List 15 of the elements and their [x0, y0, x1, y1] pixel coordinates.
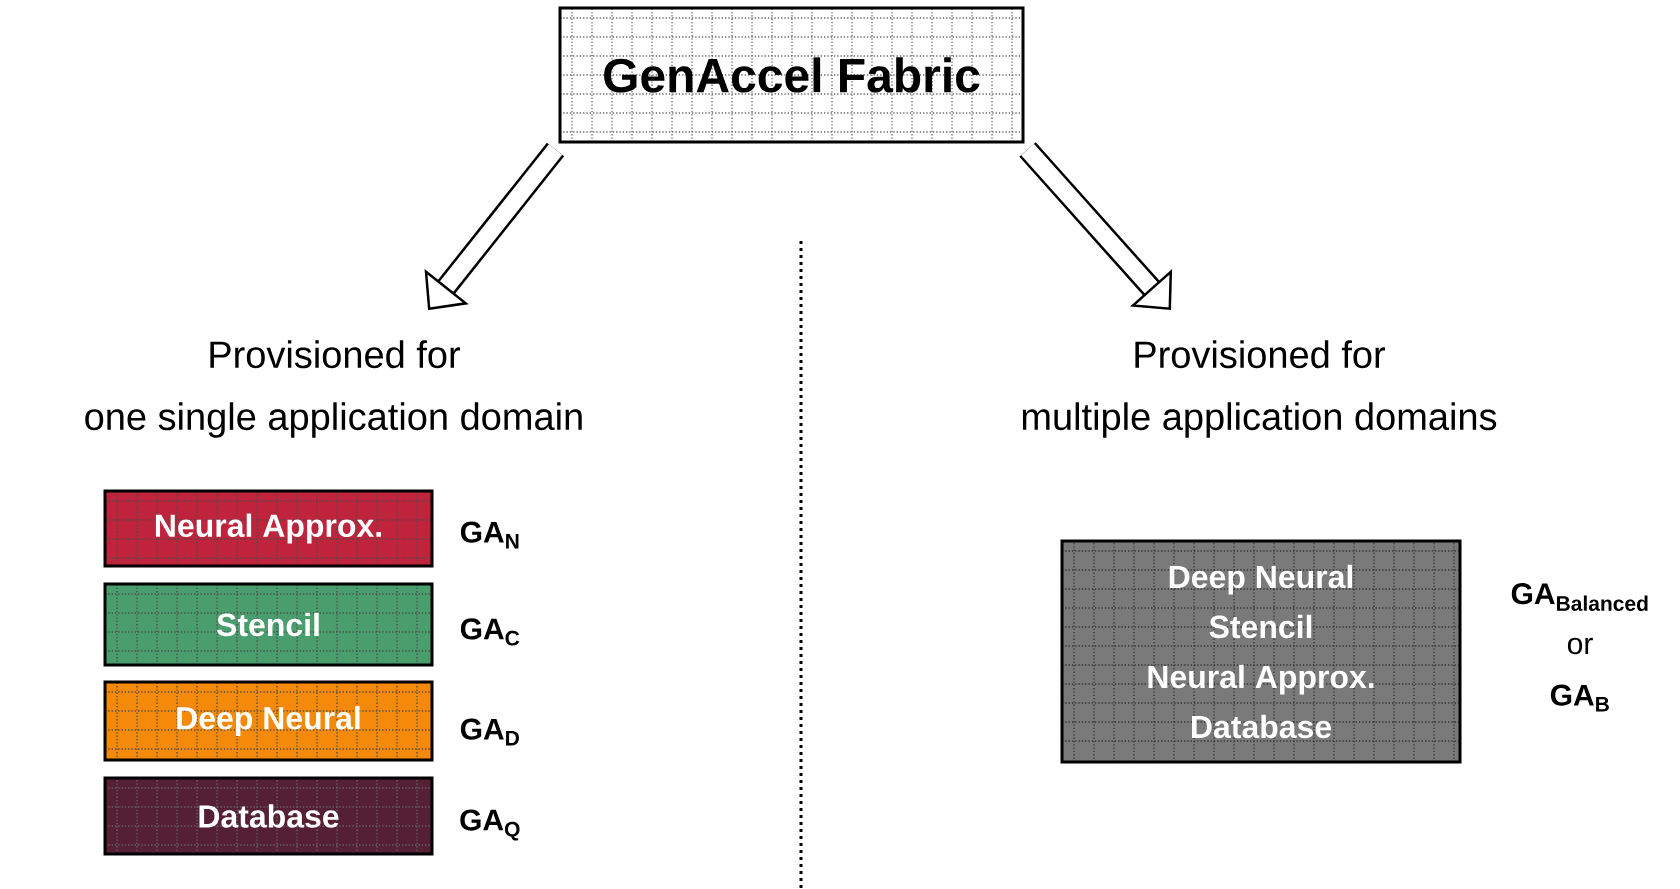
- fabric-box: GenAccel Fabric: [558, 6, 1025, 144]
- domain-label: GA$_{Balanced}$: [1511, 583, 1648, 611]
- domain-label: GA$_{Q}$: [460, 809, 520, 841]
- domain-box: Neural Approx.: [103, 489, 434, 568]
- domain-label: GA$_{C}$: [460, 618, 520, 646]
- domain-box: Deep Neural Stencil Neural Approx. Database: [1060, 539, 1462, 764]
- domain-box: Database: [103, 776, 434, 856]
- domain-label: GA$_{B}$: [1550, 684, 1609, 712]
- domain-label: GA$_{D}$: [460, 718, 519, 746]
- domain-box: Stencil: [103, 582, 434, 667]
- domain-label: or: [1567, 637, 1593, 655]
- domain-label: GA$_{N}$: [460, 521, 519, 549]
- heading-text: Provisioned for multiple application domains: [1022, 340, 1497, 438]
- heading-text: Provisioned for one single application domain: [85, 340, 582, 438]
- domain-box: Deep Neural: [103, 680, 434, 762]
